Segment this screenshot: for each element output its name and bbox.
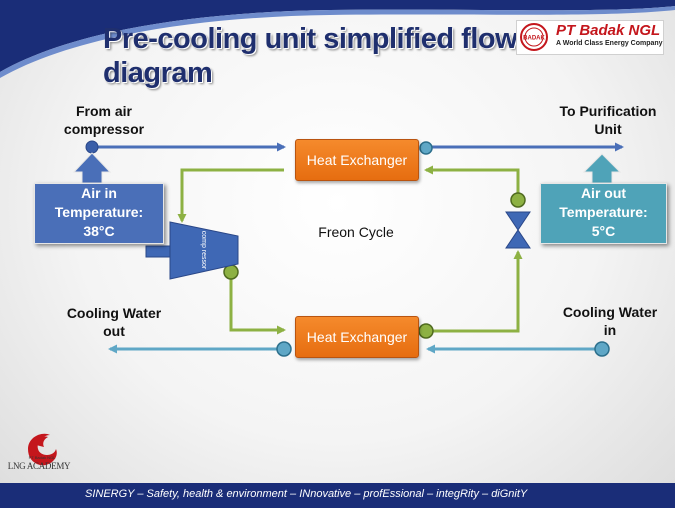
badak-logo-icon: BADAK [520,23,548,51]
label-from-air-compressor: From air compressor [63,103,145,137]
footer-values-text: SINERGY – Safety, health & environment –… [85,488,528,500]
academy-logo-line1: PT Badak NGL [28,455,56,460]
company-tagline: A World Class Energy Company [556,40,663,47]
air-in-temperature-box: Air in Temperature: 38°C [34,183,164,244]
academy-logo-line2: LNG ACADEMY [7,461,71,471]
water-inlet-node [594,341,610,357]
freon-node-bottom-exchanger [418,323,434,339]
label-to-purification-unit: To Purification Unit [559,103,657,137]
air-out-up-arrow [582,153,622,184]
expansion-valve-icon [505,211,531,249]
slide-title: Pre-cooling unit simplified flow diagram [103,23,518,89]
freon-line-compressor-to-bottom [229,271,286,335]
freon-line-top-to-compressor [177,168,284,223]
air-inlet-node [85,140,99,154]
air-in-up-arrow [72,152,112,184]
footer-bar [0,483,675,508]
label-cooling-water-out: Cooling Water out [66,305,162,339]
label-cooling-water-in: Cooling Water in [562,304,658,338]
air-out-line3: 5°C [591,223,616,239]
freon-line-bottom-to-valve [426,250,523,333]
air-in-line3: 38°C [83,223,115,239]
air-in-line1: Air in [81,185,117,201]
freon-node-valve-out [510,192,526,208]
compressor-label: comp ressor [200,231,207,270]
top-decoration [0,0,675,78]
freon-line-valve-to-top [424,165,520,196]
heat-exchanger-top: Heat Exchanger [295,139,419,181]
air-out-line1: Air out [580,185,627,201]
air-in-line2: Temperature: [54,204,144,220]
water-outlet-node [276,341,292,357]
air-outlet-node [419,141,433,155]
freon-cycle-label: Freon Cycle [318,224,394,240]
heat-exchanger-bottom: Heat Exchanger [295,316,419,358]
company-name: PT Badak NGL [556,22,661,39]
air-out-temperature-box: Air out Temperature: 5°C [540,183,667,244]
lng-academy-logo-icon [28,433,57,466]
compressor-icon: comp ressor [145,221,239,280]
air-out-line2: Temperature: [559,204,648,220]
logo-text: BADAK [523,36,545,42]
